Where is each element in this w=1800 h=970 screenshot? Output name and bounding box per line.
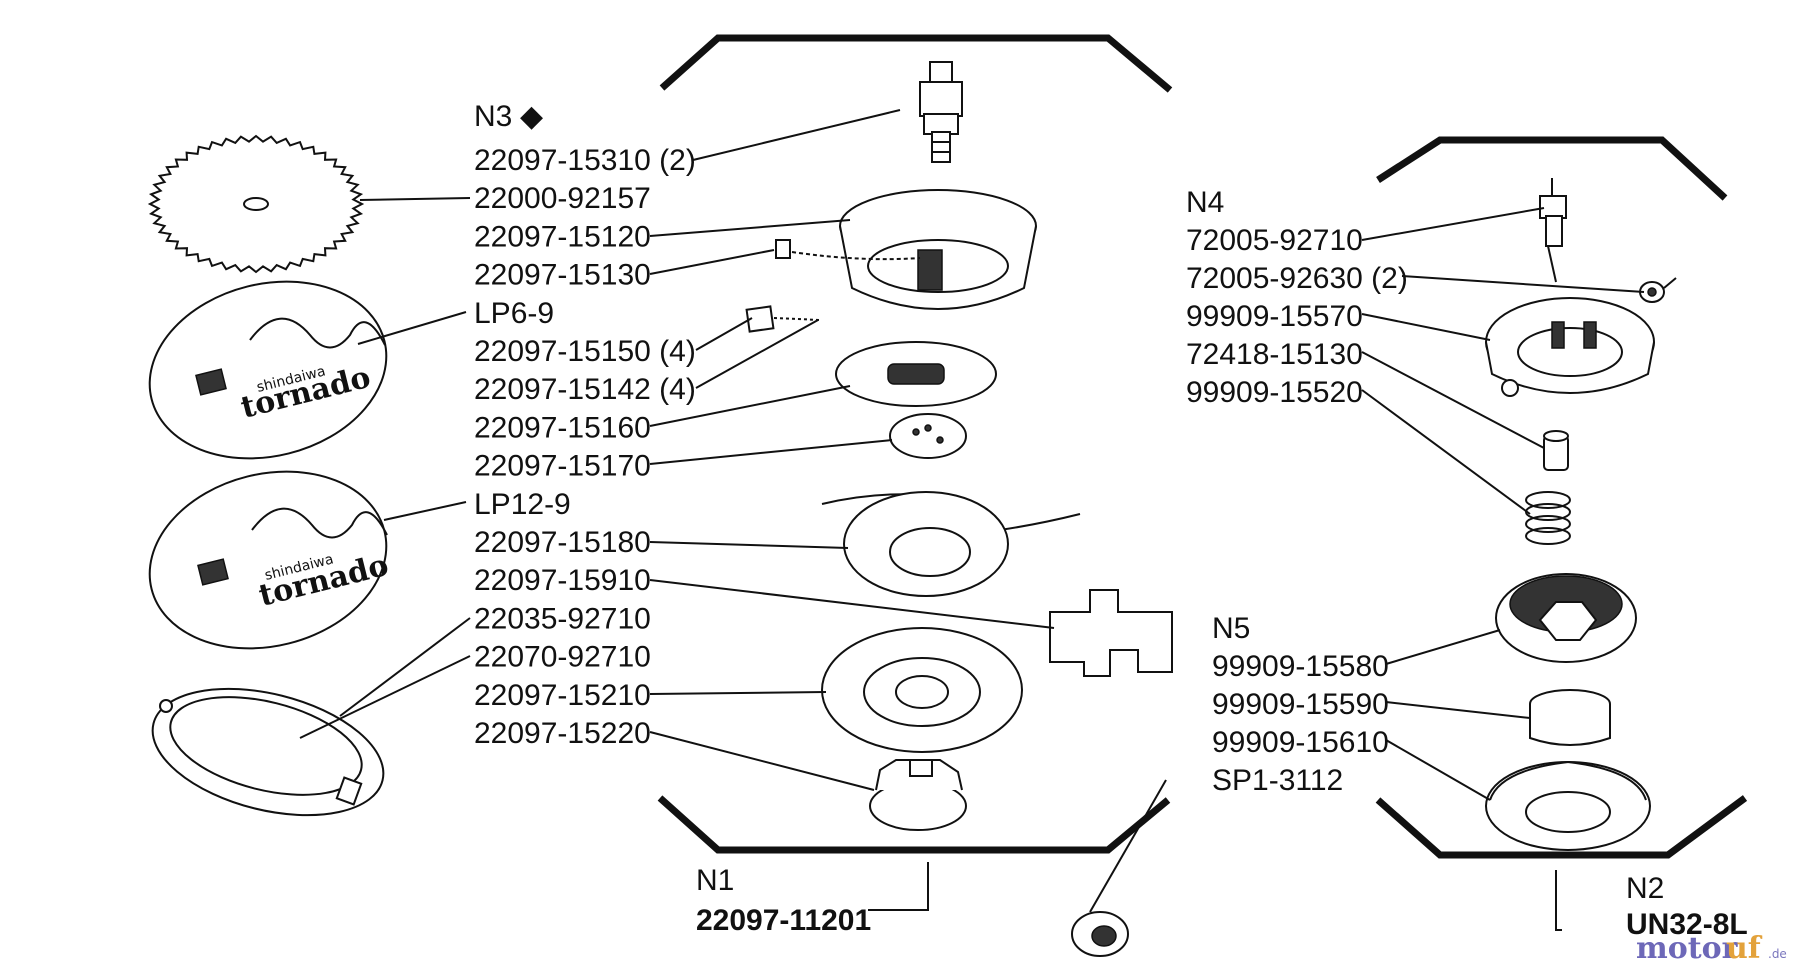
watermark-text-a: motor xyxy=(1636,931,1739,966)
part-label-left-7: 22097-15160 xyxy=(474,411,651,444)
group-n2-footer: N2 UN32-8L xyxy=(1626,872,1748,941)
blade-guard-ring xyxy=(151,687,385,817)
part-label-left-10: 22097-15180 xyxy=(474,526,651,559)
group-n2-part-number: UN32-8L xyxy=(1626,908,1748,941)
tornado-blade-lp6-9: tornado shindaiwa xyxy=(148,280,388,460)
n4-part-labels: 72005-92710 72005-92630 (2) 99909-15570 724… xyxy=(1186,224,1408,409)
group-n1-part-number: 22097-11201 xyxy=(696,904,871,937)
n5-part-labels: 99909-15580 99909-15590 99909-15610SP1-311… xyxy=(1212,650,1389,797)
group-n1-code: N1 xyxy=(696,864,734,897)
spool-sp1-3112 xyxy=(1071,911,1129,957)
part-label-n5-1: 99909-15590 xyxy=(1212,688,1389,721)
part-label-left-15: 22097-15220 xyxy=(474,717,651,750)
bump-knob-99909-15610 xyxy=(1485,760,1651,851)
group-n4-header: N4 xyxy=(1186,186,1224,219)
group-n3-header: N3 ◆ xyxy=(474,100,543,133)
clip-22097-15130 xyxy=(775,239,921,261)
bracket-n1-bottom xyxy=(657,795,1171,854)
housing-22097-15120 xyxy=(839,189,1037,310)
part-label-n5-3: SP1-3112 xyxy=(1212,764,1343,797)
cap-99909-15590 xyxy=(1529,689,1611,746)
plate-22097-15160 xyxy=(835,341,997,407)
part-label-left-1: 22000-92157 xyxy=(474,182,651,215)
bracket-n2-top xyxy=(1376,136,1728,201)
part-label-left-13: 22070-92710 xyxy=(474,641,651,674)
spool-22097-15180 xyxy=(821,491,1081,597)
washer-22097-15170 xyxy=(889,413,967,459)
knob-22097-15220 xyxy=(869,759,967,831)
tornado-blade-lp12-9: tornado shindaiwa xyxy=(148,470,392,650)
bracket-n1-top xyxy=(659,34,1173,93)
part-label-left-0: 22097-15310 (2) xyxy=(474,144,696,177)
group-n5-header: N5 xyxy=(1212,612,1250,645)
line-cutter-22097-15150 xyxy=(745,305,821,333)
part-label-n4-4: 99909-15520 xyxy=(1186,376,1363,409)
spacer-72418-15130 xyxy=(1543,430,1569,471)
label-sheet-22097-15910 xyxy=(1049,589,1173,677)
part-label-left-8: 22097-15170 xyxy=(474,450,651,483)
part-label-left-12: 22035-92710 xyxy=(474,602,651,635)
cover-22097-15210 xyxy=(821,627,1023,753)
part-label-n4-3: 72418-15130 xyxy=(1186,338,1363,371)
part-label-left-5: 22097-15150 (4) xyxy=(474,335,696,368)
part-label-left-9: LP12-9 xyxy=(474,488,571,521)
part-label-left-2: 22097-15120 xyxy=(474,220,651,253)
nut-72005-92630 xyxy=(1639,277,1677,303)
part-label-n4-1: 72005-92630 (2) xyxy=(1186,262,1408,295)
part-label-left-4: LP6-9 xyxy=(474,297,554,330)
watermark-suffix: .de xyxy=(1768,947,1787,961)
part-label-n5-2: 99909-15610 xyxy=(1212,726,1389,759)
saw-blade-22000-92157 xyxy=(147,134,365,274)
group-n5-code: N5 xyxy=(1212,612,1250,645)
part-label-left-6: 22097-15142 (4) xyxy=(474,373,696,406)
spool-99909-15580 xyxy=(1495,573,1637,663)
group-n4-code: N4 xyxy=(1186,186,1224,219)
part-label-n4-2: 99909-15570 xyxy=(1186,300,1363,333)
site-watermark: motor uf .de xyxy=(1636,931,1787,966)
group-n3-code: N3 xyxy=(474,100,512,133)
housing-99909-15570 xyxy=(1485,297,1655,397)
group-n1-footer: N1 22097-11201 xyxy=(696,864,871,937)
left-part-labels: 22097-15310 (2) 22000-92157 22097-15120 220… xyxy=(474,144,696,750)
part-label-n4-0: 72005-92710 xyxy=(1186,224,1363,257)
leader-lines xyxy=(299,109,1645,931)
part-label-left-11: 22097-15910 xyxy=(474,564,651,597)
group-n3-marker: ◆ xyxy=(520,100,543,133)
bolt-72005-92710 xyxy=(1539,178,1567,283)
group-n2-code: N2 xyxy=(1626,872,1664,905)
watermark-text-b: uf xyxy=(1726,931,1763,966)
part-label-n5-0: 99909-15580 xyxy=(1212,650,1389,683)
part-label-left-14: 22097-15210 xyxy=(474,679,651,712)
part-label-left-3: 22097-15130 xyxy=(474,259,651,292)
bolt-22097-15310 xyxy=(919,61,963,163)
spring-99909-15520 xyxy=(1525,491,1571,545)
bracket-n2-bottom xyxy=(1375,795,1748,859)
